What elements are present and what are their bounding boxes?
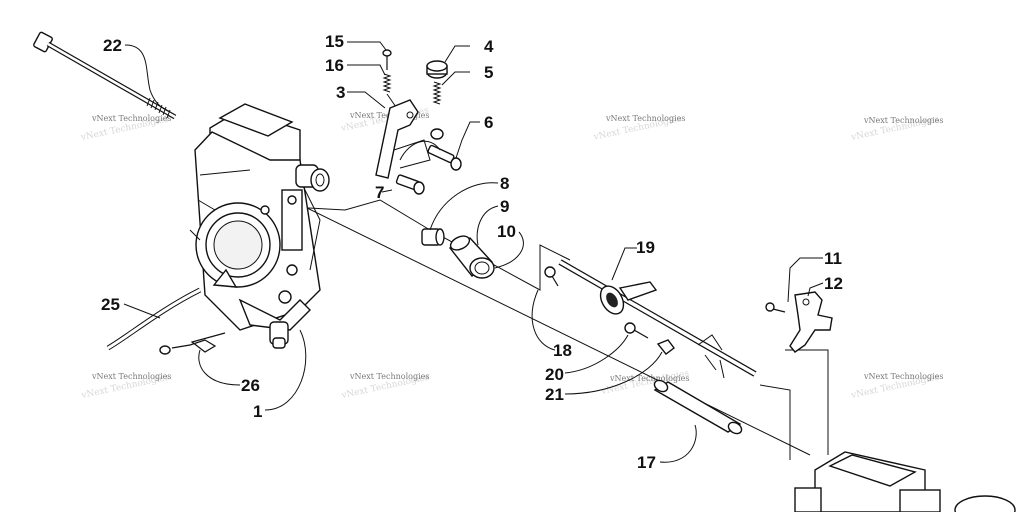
label-11: 11 bbox=[824, 249, 842, 268]
spring-5 bbox=[432, 81, 442, 105]
watermark-text: vNext Technologies bbox=[609, 374, 689, 383]
label-20: 20 bbox=[545, 365, 564, 384]
cable-25 bbox=[106, 287, 202, 351]
assembly-centerline bbox=[249, 179, 811, 456]
label-25: 25 bbox=[101, 295, 120, 314]
label-15: 15 bbox=[325, 32, 344, 51]
label-18: 18 bbox=[553, 341, 572, 360]
alignment-line-bracket bbox=[785, 349, 829, 455]
part-number-labels: 22 15 16 3 4 5 6 7 8 9 10 19 11 12 25 18… bbox=[101, 32, 843, 472]
watermark-text: vNext Technologies bbox=[605, 114, 685, 123]
label-7: 7 bbox=[375, 183, 384, 202]
alignment-line-right bbox=[759, 384, 791, 460]
carburetor-body-second bbox=[794, 451, 1016, 512]
watermark-text: vNext Technologies bbox=[863, 372, 943, 381]
screw-7 bbox=[395, 174, 425, 195]
label-1: 1 bbox=[253, 402, 262, 421]
label-22: 22 bbox=[103, 36, 122, 55]
slide-9 bbox=[448, 235, 495, 279]
nut-21 bbox=[656, 339, 675, 355]
bracket-12 bbox=[789, 291, 833, 353]
label-4: 4 bbox=[484, 37, 494, 56]
watermark-text: vNext Technologies bbox=[91, 114, 171, 123]
label-6: 6 bbox=[484, 113, 493, 132]
spring-16 bbox=[382, 73, 392, 93]
clip-26 bbox=[159, 332, 226, 355]
label-8: 8 bbox=[500, 174, 509, 193]
label-10: 10 bbox=[497, 222, 516, 241]
label-21: 21 bbox=[545, 385, 564, 404]
screw-18 bbox=[544, 266, 559, 287]
leader-lines bbox=[123, 41, 824, 463]
throttle-shaft-19 bbox=[558, 259, 757, 379]
watermark-text: vNext Technologies bbox=[349, 372, 429, 381]
label-16: 16 bbox=[325, 56, 344, 75]
watermark-text: vNext Technologies bbox=[863, 116, 943, 125]
label-26: 26 bbox=[241, 376, 260, 395]
bushing-8 bbox=[421, 228, 445, 246]
bracket-3 bbox=[375, 99, 431, 179]
label-9: 9 bbox=[500, 197, 509, 216]
adjuster-knob-4 bbox=[426, 60, 448, 79]
screw-11 bbox=[765, 302, 786, 313]
screw-15 bbox=[382, 49, 392, 70]
carburetor-body-1 bbox=[189, 103, 330, 349]
screw-20 bbox=[624, 322, 649, 339]
watermark-text: vNext Technologies bbox=[91, 372, 171, 381]
tube-17 bbox=[653, 379, 743, 435]
label-5: 5 bbox=[484, 63, 493, 82]
label-3: 3 bbox=[336, 83, 345, 102]
label-12: 12 bbox=[824, 274, 843, 293]
nut-and-screw-6 bbox=[399, 128, 462, 171]
label-17: 17 bbox=[637, 453, 656, 472]
label-19: 19 bbox=[636, 238, 655, 257]
